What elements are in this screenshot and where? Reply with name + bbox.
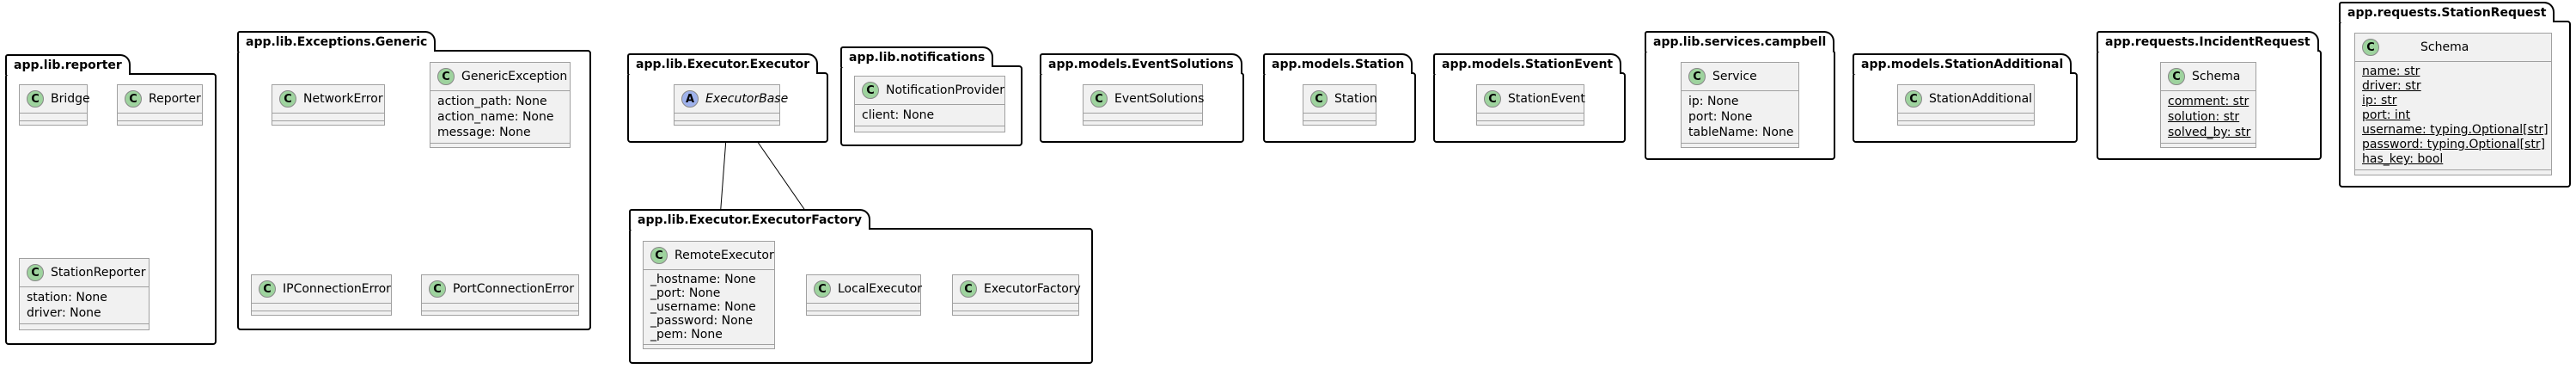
class-badge-icon: C bbox=[27, 264, 44, 281]
attribute: _port: None bbox=[650, 286, 721, 300]
class-name: EventSolutions bbox=[1114, 92, 1205, 106]
class-badge-icon: C bbox=[1688, 68, 1706, 85]
class-name: LocalExecutor bbox=[838, 282, 922, 296]
class-name: IPConnectionError bbox=[283, 282, 391, 296]
package-label: app.models.EventSolutions bbox=[1040, 53, 1242, 74]
class-name: Schema bbox=[2192, 70, 2241, 83]
class-badge-icon: C bbox=[2362, 39, 2379, 56]
class-name: GenericException bbox=[461, 70, 568, 83]
class-name: NotificationProvider bbox=[886, 83, 1004, 97]
class-badge-icon: C bbox=[125, 90, 142, 108]
attribute: tableName: None bbox=[1688, 126, 1794, 139]
class-incident-schema: C Schema comment: str solution: str solved_… bbox=[2160, 62, 2256, 148]
class-badge-icon: C bbox=[279, 90, 296, 108]
package-label: app.lib.services.campbell bbox=[1645, 31, 1835, 52]
class-name: Schema bbox=[2420, 40, 2469, 54]
attribute: _password: None bbox=[650, 314, 754, 328]
class-badge-icon: C bbox=[27, 90, 44, 108]
class-name: Bridge bbox=[51, 92, 90, 106]
class-port-connection-error: C PortConnectionError bbox=[421, 274, 579, 316]
class-service: C Service ip: None port: None tableName: No… bbox=[1681, 62, 1799, 148]
package-label: app.models.Station bbox=[1263, 53, 1413, 74]
attribute: message: None bbox=[437, 126, 531, 139]
class-local-executor: C LocalExecutor bbox=[806, 274, 922, 316]
attribute: client: None bbox=[862, 108, 935, 122]
package-label: app.lib.Executor.Executor bbox=[627, 53, 819, 74]
class-name: ExecutorFactory bbox=[984, 282, 1081, 296]
class-badge-icon: C bbox=[1090, 90, 1108, 108]
class-badge-icon: C bbox=[1484, 90, 1501, 108]
attribute: port: None bbox=[1688, 110, 1753, 124]
attribute: action_path: None bbox=[437, 95, 547, 108]
attribute: solved_by: str bbox=[2168, 126, 2251, 139]
package-label: app.models.StationEvent bbox=[1433, 53, 1622, 74]
package-app-models-station-event: app.models.StationEvent bbox=[1433, 53, 1626, 143]
class-executor-base: A ExecutorBase bbox=[674, 84, 788, 126]
class-network-error: C NetworkError bbox=[272, 84, 385, 126]
class-event-solutions: C EventSolutions bbox=[1083, 84, 1205, 126]
attribute: password: typing.Optional[str] bbox=[2362, 138, 2546, 151]
class-badge-icon: C bbox=[960, 280, 977, 298]
attribute: _pem: None bbox=[650, 328, 723, 341]
class-ip-connection-error: C IPConnectionError bbox=[251, 274, 392, 316]
class-badge-icon: C bbox=[437, 68, 455, 85]
class-badge-icon: C bbox=[814, 280, 831, 298]
attribute: driver: str bbox=[2362, 79, 2421, 93]
package-label: app.lib.reporter bbox=[5, 54, 131, 75]
class-name: StationReporter bbox=[51, 266, 146, 280]
attribute: driver: None bbox=[27, 306, 101, 320]
package-app-lib-executor-executor: app.lib.Executor.Executor bbox=[627, 53, 828, 143]
package-label: app.lib.Executor.ExecutorFactory bbox=[629, 209, 871, 230]
package-label: app.requests.StationRequest bbox=[2339, 2, 2555, 22]
attribute: _hostname: None bbox=[650, 273, 756, 286]
class-name: NetworkError bbox=[303, 92, 383, 106]
attribute: action_name: None bbox=[437, 110, 554, 124]
class-name: Station bbox=[1334, 92, 1377, 106]
class-name: RemoteExecutor bbox=[675, 249, 774, 262]
attribute: name: str bbox=[2362, 65, 2420, 78]
class-name: PortConnectionError bbox=[453, 282, 575, 296]
class-station-schema: C Schema name: str driver: str ip: str po… bbox=[2354, 33, 2552, 175]
class-badge-icon: C bbox=[1310, 90, 1328, 108]
attribute: has_key: bool bbox=[2362, 152, 2444, 166]
class-badge-icon: C bbox=[1905, 90, 1922, 108]
class-station: C Station bbox=[1303, 84, 1377, 126]
package-label: app.lib.notifications bbox=[840, 46, 994, 67]
attribute: solution: str bbox=[2168, 110, 2240, 124]
class-generic-exception: C GenericException action_path: None actio… bbox=[430, 62, 571, 148]
class-badge-icon: C bbox=[862, 82, 879, 99]
class-name: StationEvent bbox=[1508, 92, 1585, 106]
class-badge-icon: C bbox=[650, 247, 668, 264]
class-badge-icon: C bbox=[2168, 68, 2185, 85]
class-bridge: C Bridge bbox=[19, 84, 90, 126]
class-name: ExecutorBase bbox=[705, 92, 789, 106]
class-station-additional: C StationAdditional bbox=[1897, 84, 2035, 126]
class-executor-factory: C ExecutorFactory bbox=[952, 274, 1081, 316]
class-station-event: C StationEvent bbox=[1476, 84, 1585, 126]
package-label: app.requests.IncidentRequest bbox=[2097, 31, 2319, 52]
attribute: comment: str bbox=[2168, 95, 2249, 108]
attribute: username: typing.Optional[str] bbox=[2362, 123, 2549, 137]
package-label: app.models.StationAdditional bbox=[1853, 53, 2072, 74]
class-name: StationAdditional bbox=[1929, 92, 2033, 106]
class-name: Reporter bbox=[149, 92, 201, 106]
class-remote-executor: C RemoteExecutor _hostname: None_port: No… bbox=[643, 241, 775, 349]
attribute: ip: None bbox=[1688, 95, 1739, 108]
attribute: station: None bbox=[27, 291, 107, 304]
class-notification-provider: C NotificationProvider client: None bbox=[854, 76, 1005, 132]
class-badge-icon: C bbox=[259, 280, 276, 298]
class-station-reporter: C StationReporter station: None driver: No… bbox=[19, 258, 150, 330]
class-reporter: C Reporter bbox=[117, 84, 203, 126]
abstract-badge-icon: A bbox=[681, 90, 699, 108]
class-name: Service bbox=[1712, 70, 1757, 83]
attribute: port: int bbox=[2362, 108, 2411, 122]
attribute: ip: str bbox=[2362, 94, 2397, 108]
class-badge-icon: C bbox=[429, 280, 446, 298]
package-label: app.lib.Exceptions.Generic bbox=[237, 31, 436, 52]
attribute: _username: None bbox=[650, 300, 756, 314]
